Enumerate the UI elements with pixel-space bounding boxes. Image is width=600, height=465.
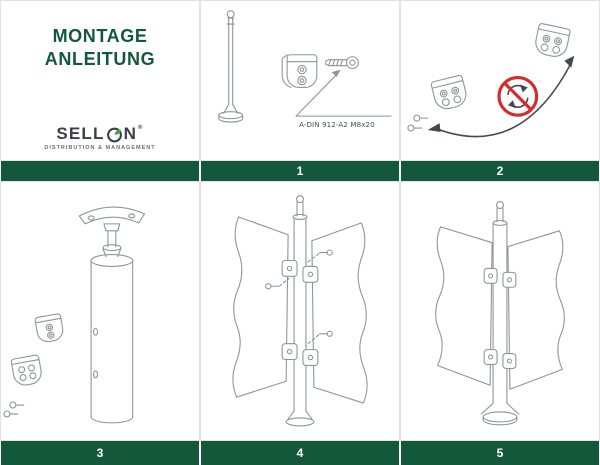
step-number: 1: [296, 164, 304, 178]
clamp-right-illustration: [535, 23, 571, 57]
divider-bar-blank: [1, 161, 199, 181]
clamp-upper-right: [302, 265, 319, 283]
step-4-illustration: [232, 195, 368, 427]
clamp-lower-left: [281, 343, 298, 361]
glass-panel-right: [507, 230, 565, 390]
step-number: 5: [496, 446, 504, 460]
step-2-number-bar: 2: [401, 161, 599, 181]
step-5-number-bar: 5: [401, 441, 599, 465]
post-illustration: [90, 254, 134, 424]
clamp-lower-right: [302, 349, 319, 366]
loose-screw-2: [305, 330, 333, 347]
title-panel: MONTAGE ANLEITUNG SELL N ® DISTRIBUTION …: [0, 0, 200, 161]
logo-o-leaf-icon: [106, 127, 122, 143]
screw-spec-label: A-DIN 912-A2 M8x20: [299, 120, 375, 129]
registered-mark-icon: ®: [138, 125, 144, 131]
title-line-1: MONTAGE: [52, 26, 148, 46]
step-1-illustration: A-DIN 912-A2 M8x20: [218, 10, 392, 129]
step-4-panel: [200, 181, 400, 441]
glass-panel-left: [232, 216, 289, 398]
step-5-panel: [400, 181, 600, 441]
clamp-upper-left: [281, 259, 298, 277]
clamp-lower-illustration: [10, 354, 42, 386]
brand-tagline: DISTRIBUTION & MANAGEMENT: [44, 145, 156, 151]
glass-panel-left: [435, 226, 493, 386]
loose-screws-illustration: [3, 401, 25, 418]
step-4-number-bar: 4: [201, 441, 399, 465]
rotation-direction-arrow: [427, 55, 575, 138]
step-3-illustration: [3, 206, 146, 424]
page-title: MONTAGE ANLEITUNG: [45, 25, 155, 72]
clamp-left-illustration: [430, 74, 467, 110]
clamp-lower-right: [502, 353, 517, 369]
title-line-2: ANLEITUNG: [44, 49, 156, 70]
post-illustration: [480, 201, 520, 426]
brand-text-sell: SELL: [56, 124, 105, 143]
step-number: 2: [496, 164, 504, 178]
clamp-upper-illustration: [34, 313, 64, 343]
step-3-panel: [0, 181, 200, 441]
loose-screws-left: [407, 114, 429, 132]
clamp-upper-left: [483, 267, 498, 284]
post-illustration: [218, 10, 244, 123]
brand-wordmark: SELL N ®: [56, 124, 144, 143]
glass-clamp-illustration: [281, 54, 318, 88]
loose-screw-3: [265, 277, 290, 290]
no-rotation-prohibition-icon: [497, 75, 539, 117]
screw-callout: A-DIN 912-A2 M8x20: [295, 69, 392, 129]
step-1-number-bar: 1: [201, 161, 399, 181]
step-1-panel: A-DIN 912-A2 M8x20: [200, 0, 400, 161]
handrail-saddle-illustration: [78, 206, 146, 258]
glass-panel-right: [311, 222, 368, 404]
clamp-lower-left: [483, 349, 498, 366]
step-number: 3: [96, 446, 104, 460]
loose-screw-1: [305, 249, 333, 265]
brand-text-n: N: [123, 124, 138, 143]
post-illustration: [285, 195, 315, 427]
step-3-number-bar: 3: [1, 441, 199, 465]
clamp-upper-right: [502, 271, 517, 288]
step-number: 4: [296, 446, 304, 460]
step-5-illustration: [435, 201, 565, 426]
step-2-panel: [400, 0, 600, 161]
screw-illustration: [325, 56, 359, 70]
step-2-illustration: [407, 23, 575, 138]
brand-logo: SELL N ® DISTRIBUTION & MANAGEMENT: [44, 125, 155, 151]
